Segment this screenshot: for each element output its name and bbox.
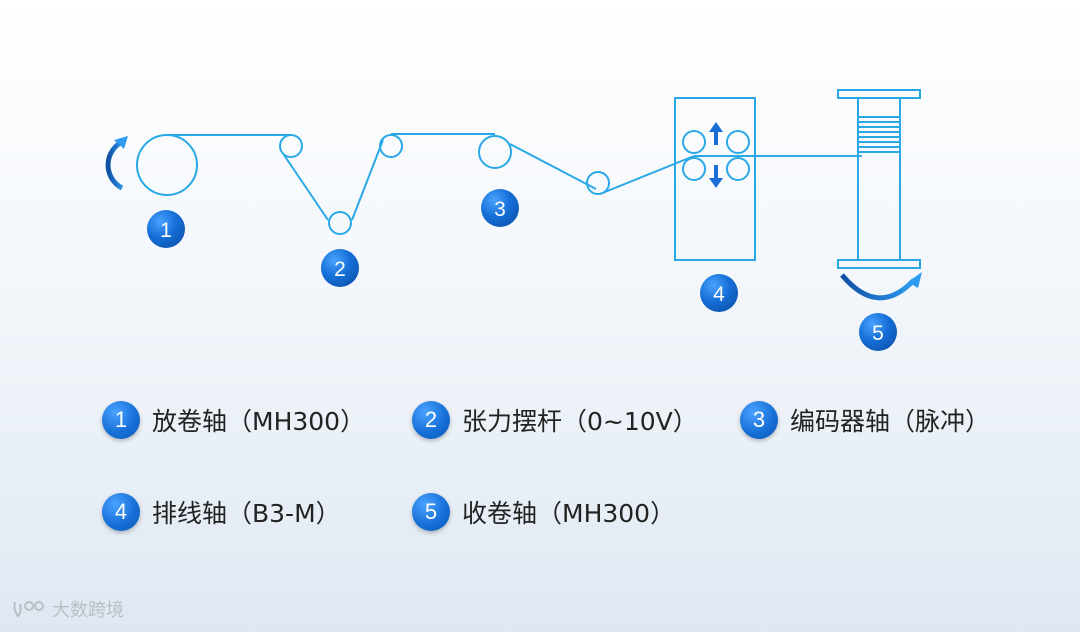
svg-text:2: 2 xyxy=(334,258,346,281)
legend-item-traverse: 4 排线轴（B3-M） xyxy=(102,492,341,532)
traverse-roller xyxy=(682,130,706,154)
legend-label: 收卷轴（MH300） xyxy=(462,499,676,528)
legend-badge: 3 xyxy=(740,401,778,439)
diagram-badge-5: 5 xyxy=(859,313,897,351)
traverse-roller xyxy=(726,157,750,181)
legend-badge: 1 xyxy=(102,401,140,439)
diagram-badge-2: 2 xyxy=(321,249,359,287)
web-line xyxy=(509,143,597,190)
legend-badge: 5 xyxy=(412,493,450,531)
watermark: 大数跨境 xyxy=(12,596,124,622)
svg-text:5: 5 xyxy=(872,322,884,345)
rewind-flange-top xyxy=(837,89,921,99)
svg-text:3: 3 xyxy=(494,198,506,221)
rewind-flange-bottom xyxy=(837,259,921,269)
brand-logo-icon xyxy=(13,601,44,618)
rewind-rotation-arrow-icon xyxy=(840,272,922,301)
idler-roller xyxy=(379,134,403,158)
wound-layers xyxy=(858,116,900,153)
unwind-roll xyxy=(136,134,198,196)
encoder-roller xyxy=(478,135,512,169)
traverse-roller xyxy=(682,157,706,181)
traverse-box xyxy=(674,97,756,261)
winding-process-diagram: 1 2 3 4 5 xyxy=(105,89,922,351)
web-line xyxy=(599,155,695,195)
legend-label: 编码器轴（脉冲） xyxy=(790,407,991,436)
legend-label: 张力摆杆（0~10V） xyxy=(462,407,698,436)
traverse-up-arrow-icon xyxy=(709,122,723,145)
legend-item-encoder: 3 编码器轴（脉冲） xyxy=(740,400,990,440)
web-line xyxy=(351,139,384,221)
diagram-badge-4: 4 xyxy=(700,274,738,312)
legend-item-rewind: 5 收卷轴（MH300） xyxy=(412,492,675,532)
legend-item-unwind: 1 放卷轴（MH300） xyxy=(102,400,365,440)
traverse-roller xyxy=(726,130,750,154)
idler-roller xyxy=(279,134,303,158)
svg-text:1: 1 xyxy=(160,219,172,242)
legend-label: 放卷轴（MH300） xyxy=(152,407,366,436)
svg-text:4: 4 xyxy=(713,283,725,306)
dancer-roller xyxy=(328,211,352,235)
diagram-badge-1: 1 xyxy=(147,210,185,248)
legend-label: 排线轴（B3-M） xyxy=(152,499,341,528)
idler-roller xyxy=(586,171,610,195)
legend-badge: 4 xyxy=(102,493,140,531)
watermark-text: 大数跨境 xyxy=(52,600,124,621)
traverse-down-arrow-icon xyxy=(709,165,723,188)
diagram-badge-3: 3 xyxy=(481,189,519,227)
unwind-rotation-arrow-icon xyxy=(105,136,128,191)
web-line xyxy=(283,154,329,221)
legend-item-tension: 2 张力摆杆（0~10V） xyxy=(412,400,698,440)
legend-badge: 2 xyxy=(412,401,450,439)
